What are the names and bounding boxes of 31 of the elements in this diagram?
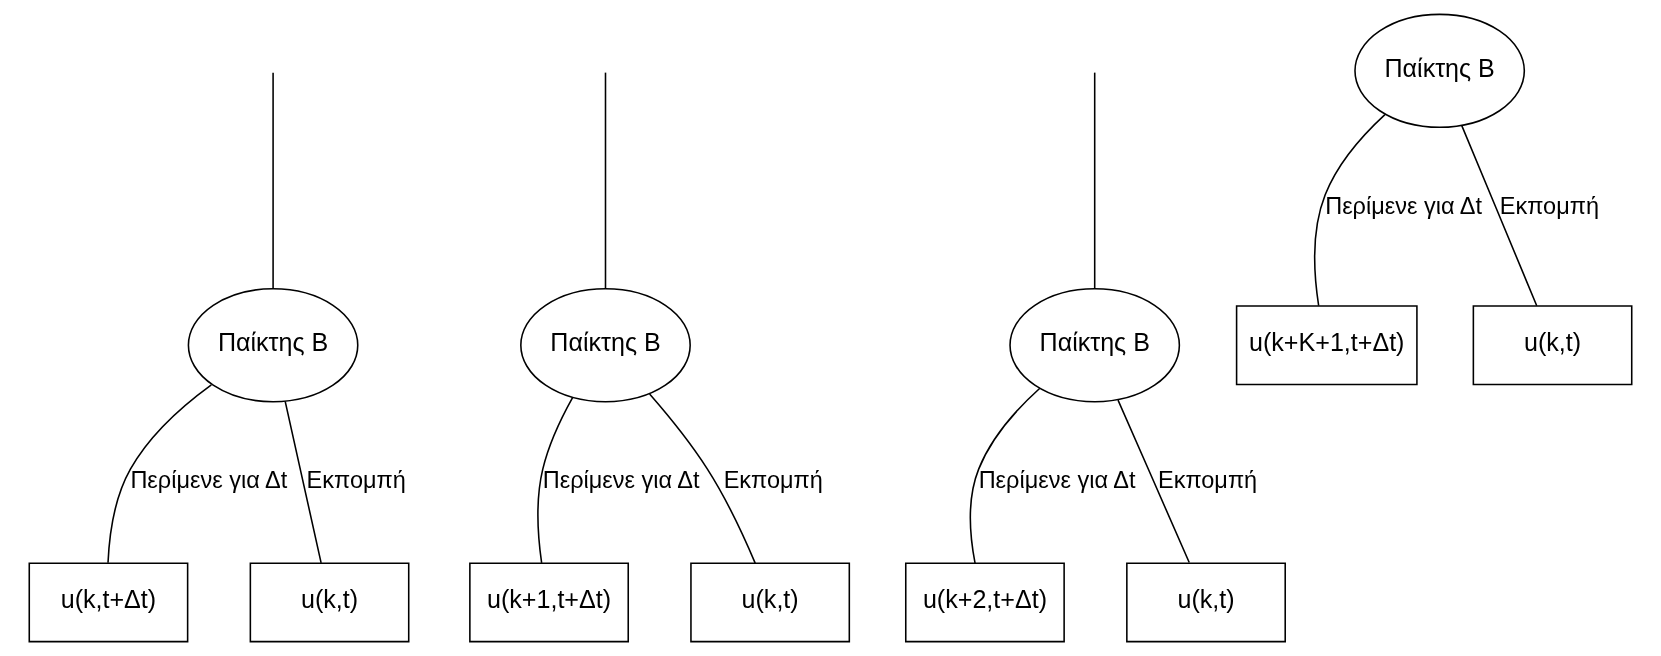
edge-label: Περίμενε για Δt bbox=[1325, 192, 1482, 219]
node-ellipse: Παίκτης Β bbox=[1354, 13, 1526, 129]
connector bbox=[1460, 124, 1538, 307]
node-box: u(k+2,t+Δt) bbox=[904, 562, 1065, 643]
connector bbox=[107, 384, 213, 564]
node-ellipse: Παίκτης Β bbox=[187, 288, 359, 403]
connector bbox=[648, 393, 756, 564]
connector bbox=[604, 71, 607, 290]
connector bbox=[537, 396, 574, 564]
node-box: u(k,t) bbox=[1472, 305, 1633, 386]
node-box: u(k,t) bbox=[1126, 562, 1286, 643]
node-box: u(k+K+1,t+Δt) bbox=[1235, 305, 1418, 386]
connector bbox=[1117, 399, 1190, 564]
edge-label: Εκπομπή bbox=[723, 466, 823, 493]
edge-label: Εκπομπή bbox=[1499, 192, 1600, 219]
node-box: u(k,t) bbox=[249, 562, 410, 643]
connector bbox=[284, 400, 322, 564]
connector bbox=[969, 387, 1041, 564]
edge-label: Εκπομπή bbox=[306, 466, 406, 493]
edge-label: Περίμενε για Δt bbox=[130, 466, 288, 493]
node-box: u(k,t+Δt) bbox=[28, 562, 189, 643]
connector bbox=[272, 71, 274, 290]
node-box: u(k,t) bbox=[690, 562, 851, 643]
connector bbox=[1093, 71, 1096, 290]
node-ellipse: Παίκτης Β bbox=[1009, 288, 1181, 403]
edge-label: Εκπομπή bbox=[1157, 466, 1258, 493]
node-box: u(k+1,t+Δt) bbox=[469, 562, 629, 643]
edge-label: Περίμενε για Δt bbox=[978, 466, 1136, 493]
connector bbox=[1314, 113, 1386, 307]
node-ellipse: Παίκτης Β bbox=[520, 288, 691, 403]
edge-label: Περίμενε για Δt bbox=[542, 466, 700, 493]
